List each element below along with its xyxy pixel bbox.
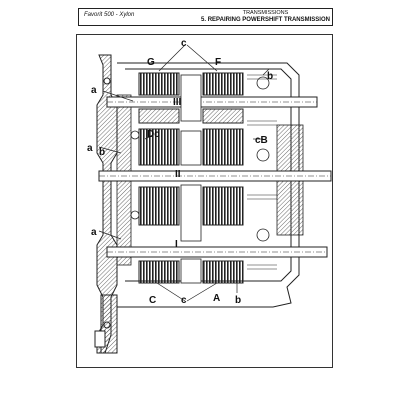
clutch-C — [138, 260, 180, 284]
label-I: I — [175, 239, 178, 250]
shaft-I — [106, 246, 328, 258]
clutch-A — [202, 260, 244, 284]
label-c-bottom: c — [181, 295, 187, 306]
label-Dc: Dc — [147, 129, 160, 140]
clutch-B — [202, 128, 244, 166]
bearings — [130, 74, 270, 284]
clutch-lower-right — [202, 186, 244, 226]
label-G: G — [147, 57, 155, 68]
label-c-top: c — [181, 38, 187, 49]
label-b-mid: b — [99, 147, 105, 158]
diagram-frame: c G F b a III Dc cB a b II a I C c A b — [76, 34, 333, 368]
label-II: II — [175, 169, 181, 180]
label-b-bottom: b — [235, 295, 241, 306]
transmission-diagram: c G F b a III Dc cB a b II a I C c A b — [87, 38, 332, 354]
bottom-flange — [94, 294, 118, 354]
model-name: Favorit 500 - Xylon — [84, 12, 135, 18]
clutch-D — [138, 128, 180, 166]
shaft-III — [106, 96, 318, 108]
gear-teeth — [247, 74, 277, 270]
label-F: F — [215, 57, 221, 68]
shaft-II — [98, 170, 332, 182]
label-a-lower: a — [91, 227, 97, 238]
label-b-top: b — [267, 71, 273, 82]
label-pointers — [98, 44, 270, 302]
label-cB: cB — [255, 135, 268, 146]
clutch-G — [138, 72, 180, 124]
section-name: TRANSMISSIONS — [242, 10, 289, 16]
label-a-upper: a — [91, 85, 97, 96]
label-A: A — [213, 293, 220, 304]
label-C: C — [149, 295, 156, 306]
label-a-mid: a — [87, 143, 93, 154]
label-III: III — [173, 97, 182, 108]
clutch-lower-left — [138, 186, 180, 226]
page-title: 5. REPAIRING POWERSHIFT TRANSMISSION — [201, 17, 330, 23]
page-header: Favorit 500 - Xylon TRANSMISSIONS 5. REP… — [78, 8, 333, 26]
clutch-F — [202, 72, 244, 124]
